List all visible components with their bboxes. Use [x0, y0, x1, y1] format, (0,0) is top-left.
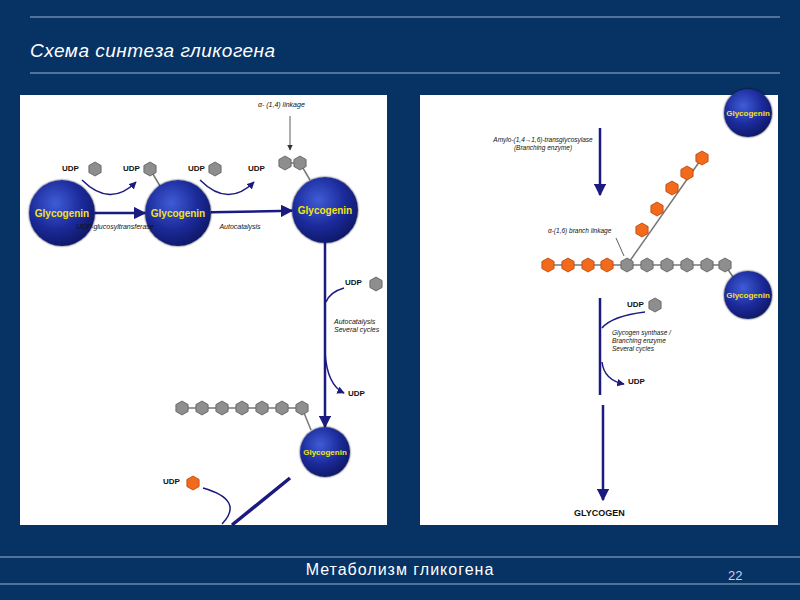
- glucose-hexagon: [542, 258, 554, 272]
- reaction-arrow: [211, 211, 292, 213]
- bond-line: [627, 158, 702, 265]
- annotation-label: UDP: [628, 377, 658, 387]
- glucose-hexagon: [661, 258, 673, 272]
- curved-arrow: [200, 180, 254, 195]
- rule-line: [0, 584, 800, 585]
- annotation-label: UDP: [188, 164, 218, 174]
- glucose-hexagon: [701, 258, 713, 272]
- glucose-hexagon: [601, 258, 613, 272]
- glucose-hexagon: [696, 151, 708, 165]
- annotation-label: Glycogen synthase / Branching enzyme Sev…: [612, 329, 682, 352]
- panel: [20, 95, 387, 525]
- down-arrow: [602, 405, 605, 500]
- glucose-hexagon: [651, 202, 663, 216]
- glucose-hexagon: [719, 258, 731, 272]
- glycogenin-circle: Glycogenin: [292, 177, 358, 243]
- reaction-arrow: [324, 243, 327, 427]
- edge-label: UDP-glucosyltransferase: [70, 223, 160, 231]
- node-text: Glycogenin: [298, 205, 352, 216]
- annotation-label: UDP: [62, 164, 92, 174]
- annotation-label: α-(1,6) branch linkage: [548, 227, 623, 235]
- annotation-label: UDP: [123, 164, 153, 174]
- bond-lines: [150, 158, 735, 430]
- reaction-arrow: [95, 212, 145, 215]
- rule-line: [0, 557, 800, 558]
- rule-line: [30, 17, 780, 18]
- node-text: Glycogenin: [151, 208, 205, 219]
- annotation-label: UDP: [248, 164, 278, 174]
- down-arrow: [599, 128, 602, 195]
- glucose-hexagon: [89, 162, 101, 176]
- glycogenin-circle: Glycogenin: [145, 180, 211, 246]
- glucose-hexagon: [296, 401, 308, 415]
- node-text: Glycogenin: [726, 109, 770, 118]
- down-arrow: [599, 298, 602, 395]
- glucose-hexagon: [294, 156, 306, 170]
- edge-layer: [95, 211, 325, 427]
- glucose-hexagon: [681, 166, 693, 180]
- glycogenin-circle: Glycogenin: [724, 89, 772, 137]
- glucose-hexagon: [641, 258, 653, 272]
- glycogenin-circle: Glycogenin: [29, 180, 95, 246]
- annotation-label: UDP: [348, 389, 378, 399]
- panel: [420, 95, 778, 525]
- node-text: Glycogenin: [35, 208, 89, 219]
- glucose-hexagon: [582, 258, 594, 272]
- annotation-label: α- (1,4) linkage: [258, 101, 328, 109]
- footer-text: Метаболизм гликогена: [225, 560, 575, 579]
- leader-arrow: [290, 116, 291, 150]
- curved-arrow: [203, 488, 230, 524]
- glucose-hexagon: [144, 162, 156, 176]
- curved-arrow: [602, 362, 624, 384]
- reaction-arrows: [82, 128, 645, 524]
- annotation-label: Amylo-(1,4→1,6)-transglycosylase (Branch…: [490, 136, 596, 152]
- glucose-hexagon: [649, 298, 661, 312]
- edge-label: Autocatalysis Several cycles: [334, 318, 389, 335]
- glucose-hexagon: [666, 181, 678, 195]
- glucose-hexagon: [176, 401, 188, 415]
- slide-title: Схема синтеза гликогена: [30, 40, 276, 62]
- thick-arrow: [232, 478, 290, 525]
- annotation-label: UDP: [627, 300, 657, 310]
- rule-line: [30, 73, 780, 74]
- glucose-hexagon: [621, 258, 633, 272]
- annotation-label: UDP: [345, 278, 375, 288]
- glucose-hexagon: [636, 223, 648, 237]
- annotation-label: GLYCOGEN: [574, 508, 644, 519]
- glucose-hexagon: [681, 258, 693, 272]
- glucose-hexagon: [187, 476, 199, 490]
- glucose-hexagon: [216, 401, 228, 415]
- glucose-hexagon: [256, 401, 268, 415]
- curved-arrow: [326, 288, 344, 302]
- glycogenin-circle: Glycogenin: [300, 427, 350, 477]
- leader-line: [616, 238, 624, 256]
- glucose-hexagon: [370, 277, 382, 291]
- curved-arrow: [602, 312, 645, 328]
- node-text: Glycogenin: [303, 448, 347, 457]
- glucose-hexagon: [209, 162, 221, 176]
- edge-label: Autocatalysis: [200, 223, 280, 231]
- glucose-units: [89, 151, 731, 490]
- glucose-hexagon: [196, 401, 208, 415]
- glucose-hexagon: [236, 401, 248, 415]
- glycogenin-circle: Glycogenin: [724, 271, 772, 319]
- glucose-hexagon: [279, 156, 291, 170]
- node-text: Glycogenin: [726, 291, 770, 300]
- curved-arrow: [82, 180, 136, 195]
- annotation-label: UDP: [163, 477, 193, 487]
- slide-number: 22: [728, 568, 758, 584]
- curved-arrow: [325, 352, 344, 393]
- glucose-hexagon: [562, 258, 574, 272]
- glucose-hexagon: [276, 401, 288, 415]
